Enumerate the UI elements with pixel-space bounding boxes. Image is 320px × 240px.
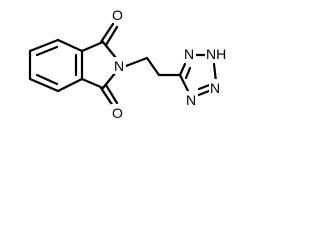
imide-nitrogen-label: N [114, 58, 124, 74]
bond-carbonyl-top-a [99, 22, 115, 44]
bond-benzene-1 [28, 38, 60, 53]
ethyl-linker [124, 56, 182, 77]
carbonyl-bonds [99, 22, 119, 108]
chemical-structure: O O N N NH N N [28, 6, 232, 121]
bond-tetrazole-n-c [178, 73, 190, 93]
tetrazole-n1-label: N [184, 46, 194, 62]
bond-carbonyl-top-b [104, 25, 119, 47]
tetrazole-n3-bg [209, 79, 222, 96]
bond-ch2-ch2 [145, 56, 161, 77]
tetrazole-n1-bg [183, 45, 196, 62]
bond-carbonyl-bottom-a [99, 86, 115, 108]
tetrazole-nh-label: NH [206, 46, 226, 62]
tetrazole-nh-n: N [206, 46, 216, 62]
bond-benzene-4 [56, 77, 84, 93]
oxygen-bottom-bg [111, 104, 124, 121]
bond-benzene-6 [56, 38, 84, 53]
bond-tetrazole-n-n-bottom [194, 89, 211, 98]
bond-ring-top-carbon [80, 40, 105, 53]
oxygen-bottom-label: O [112, 105, 123, 121]
bond-tetrazole-c-n-top [178, 62, 187, 77]
atom-labels: O O N N NH N N [111, 6, 232, 121]
benzene-ring [28, 38, 84, 93]
bond-ring-bottom-carbon [80, 77, 105, 90]
bond-benzene-3 [28, 77, 60, 93]
bond-tetrazole-c-n-top-double [184, 66, 192, 80]
tetrazole-n2-label: N [186, 92, 196, 108]
imide-nitrogen-bg [113, 57, 126, 74]
tetrazole-nh-bg [205, 45, 232, 62]
oxygen-top-label: O [112, 7, 123, 23]
oxygen-top-bg [111, 6, 124, 23]
tetrazole-n3-label: N [210, 80, 220, 96]
bond-bottom-carbon-nitrogen [101, 70, 118, 90]
tetrazole-nh-h: H [216, 46, 226, 62]
bond-top-carbon-nitrogen [101, 40, 118, 60]
bond-nitrogen-ch2 [124, 56, 149, 68]
bond-benzene-inner-1 [35, 45, 59, 57]
bond-benzene-inner-2 [35, 73, 59, 86]
tetrazole-n2-bg [185, 91, 198, 108]
bond-carbonyl-bottom-b [104, 83, 119, 105]
imide-ring [80, 40, 118, 90]
